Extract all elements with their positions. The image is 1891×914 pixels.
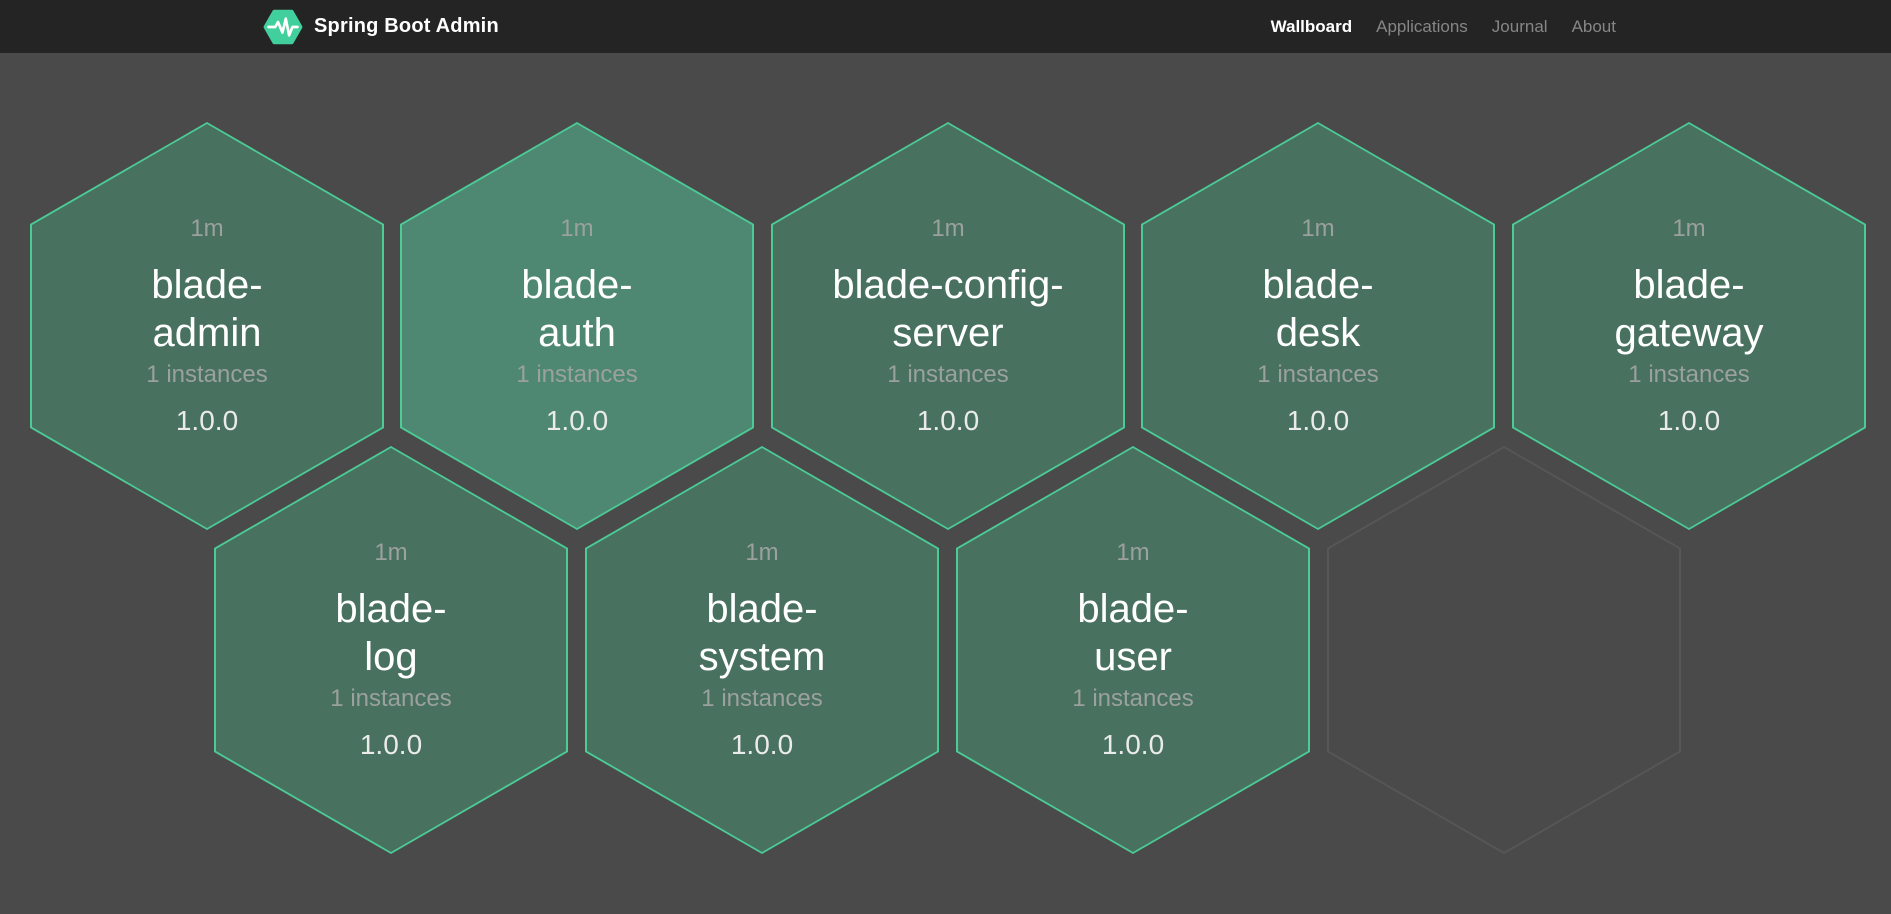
nav-item-applications[interactable]: Applications	[1376, 16, 1468, 36]
instances-label: 1 instances	[1628, 361, 1750, 388]
version-label: 1.0.0	[1101, 729, 1165, 760]
application-name-line: admin	[152, 311, 262, 355]
app-tile-blade-config-server[interactable]: 1m blade-config- server 1 instances 1.0.…	[771, 122, 1125, 530]
application-name-line: system	[698, 635, 826, 679]
instances-label: 1 instances	[330, 685, 452, 712]
application-name: blade- user	[1077, 585, 1188, 681]
wallboard: 1m blade- admin 1 instances 1.0.0 1m bla…	[0, 53, 1891, 914]
app-tile-blade-desk[interactable]: 1m blade- desk 1 instances 1.0.0	[1141, 122, 1495, 530]
application-name-line: desk	[1275, 311, 1361, 355]
application-name: blade- auth	[521, 261, 632, 357]
brand-link[interactable]: Spring Boot Admin	[263, 9, 499, 45]
version-label: 1.0.0	[545, 405, 609, 436]
app-tile-blade-user[interactable]: 1m blade- user 1 instances 1.0.0	[956, 446, 1310, 854]
spring-boot-admin-logo-icon	[263, 9, 303, 45]
tile-content: 1m blade- gateway 1 instances 1.0.0	[1512, 122, 1866, 530]
nav-item-wallboard[interactable]: Wallboard	[1270, 16, 1353, 36]
instances-label: 1 instances	[1257, 361, 1379, 388]
hexagon-fill	[1143, 124, 1493, 528]
nav-item-about[interactable]: About	[1571, 16, 1616, 36]
uptime-label: 1m	[1301, 215, 1335, 242]
application-name: blade-config- server	[832, 261, 1063, 357]
application-name-line: blade-	[706, 587, 818, 631]
uptime-label: 1m	[560, 215, 594, 242]
instances-label: 1 instances	[146, 361, 268, 388]
version-label: 1.0.0	[1286, 405, 1350, 436]
tile-content: 1m blade- auth 1 instances 1.0.0	[400, 122, 754, 530]
tile-content: 1m blade-config- server 1 instances 1.0.…	[771, 122, 1125, 530]
app-tile-blade-system[interactable]: 1m blade- system 1 instances 1.0.0	[585, 446, 939, 854]
application-name-line: log	[364, 635, 418, 679]
application-name-line: blade-config-	[832, 263, 1064, 307]
hexagon-fill	[1514, 124, 1864, 528]
app-tile-blade-gateway[interactable]: 1m blade- gateway 1 instances 1.0.0	[1512, 122, 1866, 530]
application-name: blade- admin	[151, 261, 262, 357]
app-tile-blade-log[interactable]: 1m blade- log 1 instances 1.0.0	[214, 446, 568, 854]
version-label: 1.0.0	[359, 729, 423, 760]
tile-content: 1m blade- desk 1 instances 1.0.0	[1141, 122, 1495, 530]
application-name-line: user	[1094, 635, 1172, 679]
brand-title: Spring Boot Admin	[314, 15, 499, 37]
application-name-line: blade-	[151, 263, 263, 307]
version-label: 1.0.0	[730, 729, 794, 760]
uptime-label: 1m	[931, 215, 965, 242]
instances-label: 1 instances	[701, 685, 823, 712]
application-name-line: blade-	[1633, 263, 1745, 307]
nav-item-journal[interactable]: Journal	[1491, 16, 1548, 36]
instances-label: 1 instances	[887, 361, 1009, 388]
tile-content: 1m blade- log 1 instances 1.0.0	[214, 446, 568, 854]
app-tile-blade-admin[interactable]: 1m blade- admin 1 instances 1.0.0	[30, 122, 384, 530]
version-label: 1.0.0	[916, 405, 980, 436]
empty-hex-slot	[1327, 446, 1681, 854]
application-name-line: blade-	[521, 263, 633, 307]
instances-label: 1 instances	[1072, 685, 1194, 712]
uptime-label: 1m	[374, 539, 408, 566]
uptime-label: 1m	[745, 539, 779, 566]
uptime-label: 1m	[190, 215, 224, 242]
uptime-label: 1m	[1116, 539, 1150, 566]
version-label: 1.0.0	[175, 405, 239, 436]
application-name: blade- desk	[1262, 261, 1373, 357]
application-name: blade- system	[699, 585, 826, 681]
top-navbar: Spring Boot Admin Wallboard Applications…	[0, 0, 1891, 53]
version-label: 1.0.0	[1657, 405, 1721, 436]
app-tile-blade-auth[interactable]: 1m blade- auth 1 instances 1.0.0	[400, 122, 754, 530]
application-name-line: blade-	[335, 587, 447, 631]
navbar-container: Spring Boot Admin Wallboard Applications…	[263, 0, 1628, 53]
main-nav: Wallboard Applications Journal About	[1259, 17, 1628, 37]
application-name-line: server	[892, 311, 1004, 355]
tile-content: 1m blade- system 1 instances 1.0.0	[585, 446, 939, 854]
application-name-line: blade-	[1077, 587, 1189, 631]
hexagon-fill	[1329, 448, 1679, 852]
application-name: blade- gateway	[1615, 261, 1764, 357]
application-name-line: auth	[538, 311, 616, 355]
uptime-label: 1m	[1672, 215, 1706, 242]
tile-content: 1m blade- user 1 instances 1.0.0	[956, 446, 1310, 854]
instances-label: 1 instances	[516, 361, 638, 388]
application-name: blade- log	[335, 585, 446, 681]
application-name-line: blade-	[1262, 263, 1374, 307]
application-name-line: gateway	[1614, 311, 1764, 355]
tile-content: 1m blade- admin 1 instances 1.0.0	[30, 122, 384, 530]
